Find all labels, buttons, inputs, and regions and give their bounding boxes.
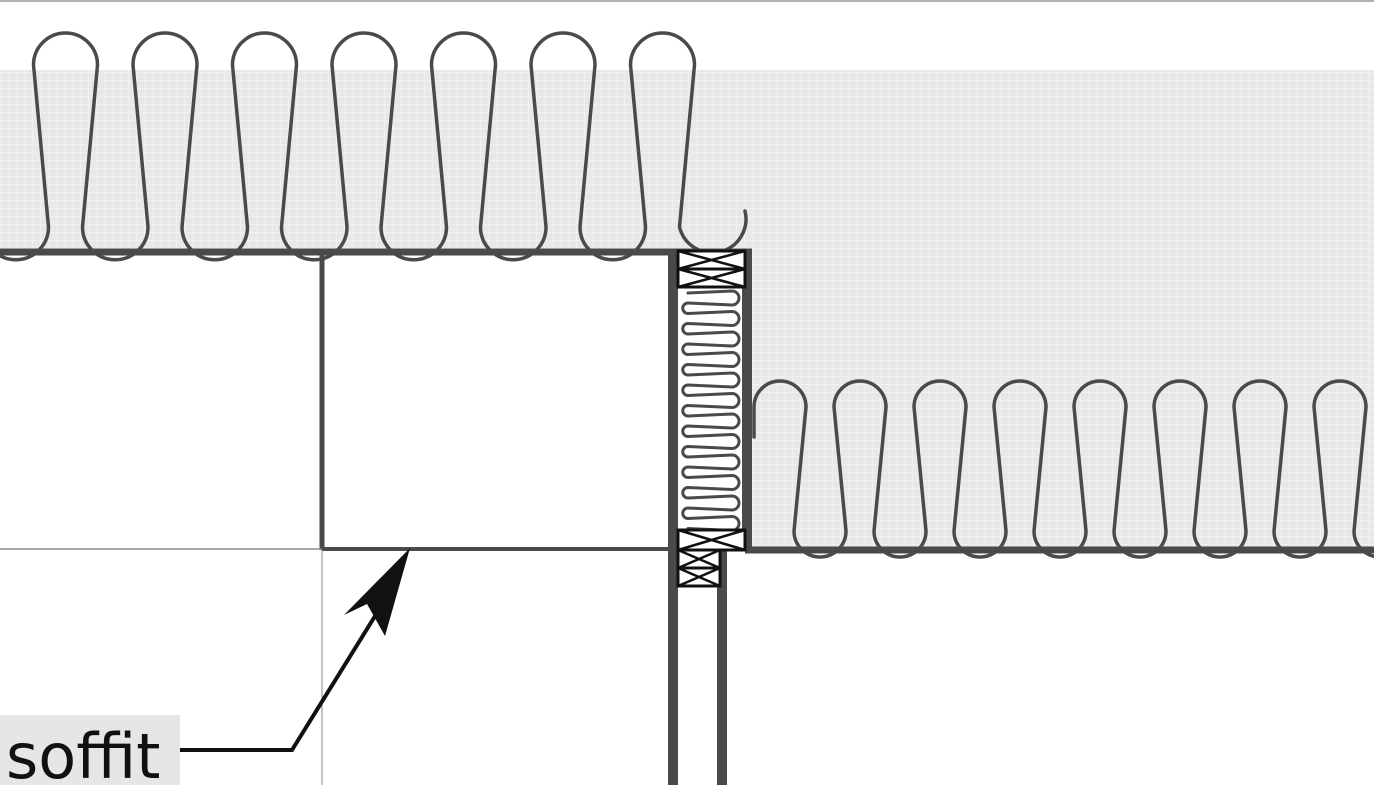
- structure-lines: [0, 248, 1374, 785]
- blocking-group: [676, 249, 747, 588]
- blocking-icon: [676, 548, 722, 570]
- batt-insulation-icon: [752, 379, 1374, 559]
- blocking-icon: [676, 267, 747, 289]
- batt-loop-path: [0, 31, 748, 262]
- reference-lines: [0, 548, 323, 785]
- label-text: soffit: [6, 720, 161, 785]
- batt-loop-path: [752, 379, 1374, 559]
- leader-line: [180, 598, 387, 752]
- wall-insulation-icon: [681, 289, 741, 533]
- blocking-icon: [676, 566, 722, 588]
- arrowhead-icon: [344, 548, 410, 636]
- leader: [180, 548, 410, 752]
- label-background: [0, 715, 180, 785]
- batt-loop-path: [681, 289, 741, 533]
- blocking-icon: [676, 249, 747, 271]
- blocking-icon: [676, 528, 747, 552]
- soffit-label: soffit: [0, 715, 180, 785]
- batt-insulation-icon: [0, 31, 748, 262]
